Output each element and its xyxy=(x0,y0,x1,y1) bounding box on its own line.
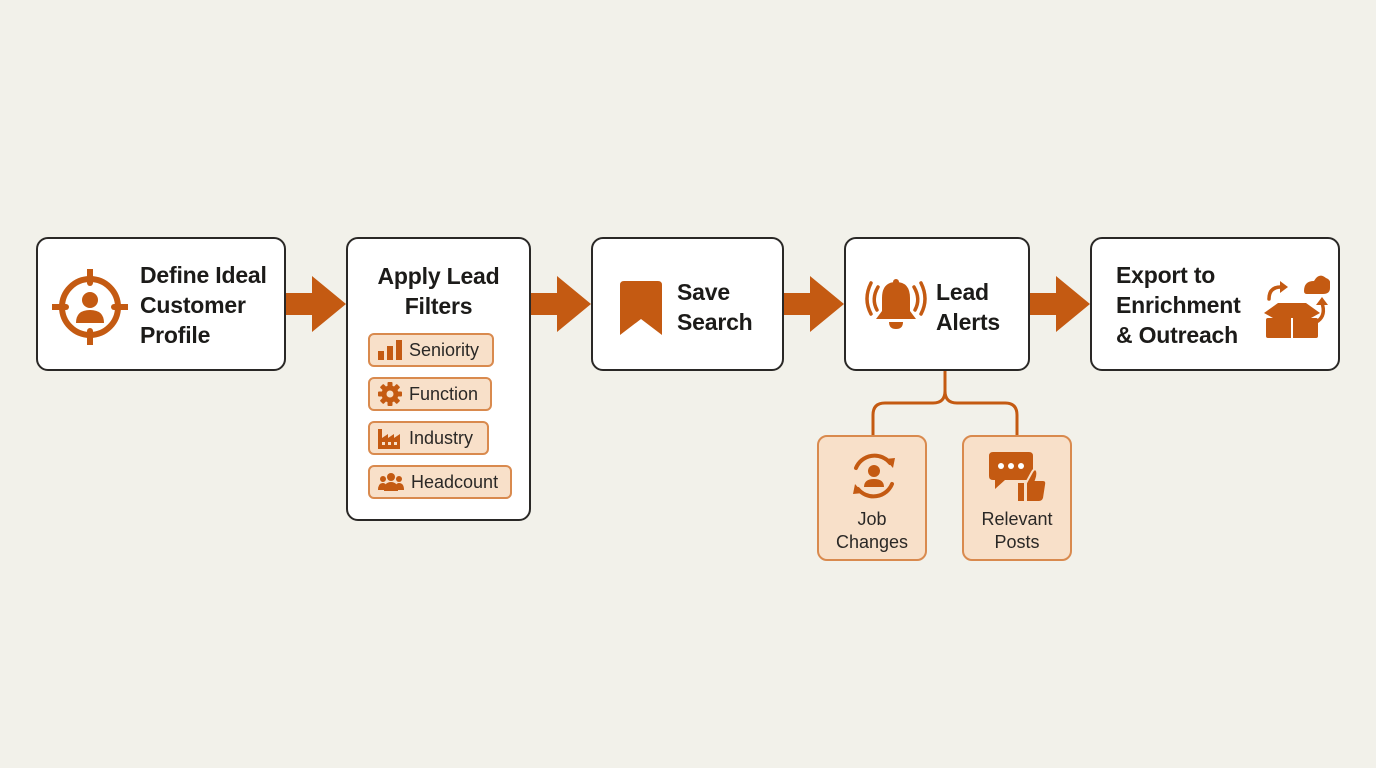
bar-chart-icon xyxy=(378,340,402,360)
step-save-search: Save Search xyxy=(591,237,784,371)
step-export: Export to Enrichment & Outreach xyxy=(1090,237,1340,371)
alert-relevant-posts: Relevant Posts xyxy=(962,435,1072,561)
filter-chip-headcount[interactable]: Headcount xyxy=(368,465,512,499)
step-title: Save Search xyxy=(677,279,753,335)
step-title: Export to Enrichment & Outreach xyxy=(1116,262,1241,348)
factory-icon xyxy=(378,429,400,449)
step-define-icp: Define Ideal Customer Profile xyxy=(36,237,286,371)
filter-label: Seniority xyxy=(409,339,480,360)
filter-chip-industry[interactable]: Industry xyxy=(368,421,489,455)
step-title: Define Ideal Customer Profile xyxy=(140,262,267,348)
flow-arrow xyxy=(286,276,346,332)
step-apply-filters: Apply Lead Filters Seniority Function xyxy=(346,237,531,521)
step-title: Apply Lead Filters xyxy=(377,263,500,319)
flow-arrow xyxy=(531,276,591,332)
export-box-cloud-icon xyxy=(1264,275,1330,338)
alert-label: Job Changes xyxy=(835,509,909,552)
gear-icon xyxy=(378,382,402,406)
filter-label: Function xyxy=(409,383,479,404)
chat-thumbs-up-icon xyxy=(989,452,1047,503)
step-title: Lead Alerts xyxy=(936,279,1000,335)
branch-connector xyxy=(871,371,1019,437)
filter-chip-function[interactable]: Function xyxy=(368,377,492,411)
alert-job-changes: Job Changes xyxy=(817,435,927,561)
target-user-icon xyxy=(52,269,128,345)
alert-label: Relevant Posts xyxy=(981,509,1053,552)
bell-icon xyxy=(865,279,927,329)
step-lead-alerts: Lead Alerts xyxy=(844,237,1030,371)
job-change-icon xyxy=(853,453,895,499)
filter-label: Headcount xyxy=(411,471,499,492)
flow-arrow xyxy=(784,276,844,332)
people-icon xyxy=(378,473,404,491)
filter-label: Industry xyxy=(409,427,474,448)
flow-arrow xyxy=(1030,276,1090,332)
filter-chip-seniority[interactable]: Seniority xyxy=(368,333,494,367)
bookmark-icon xyxy=(620,281,662,335)
